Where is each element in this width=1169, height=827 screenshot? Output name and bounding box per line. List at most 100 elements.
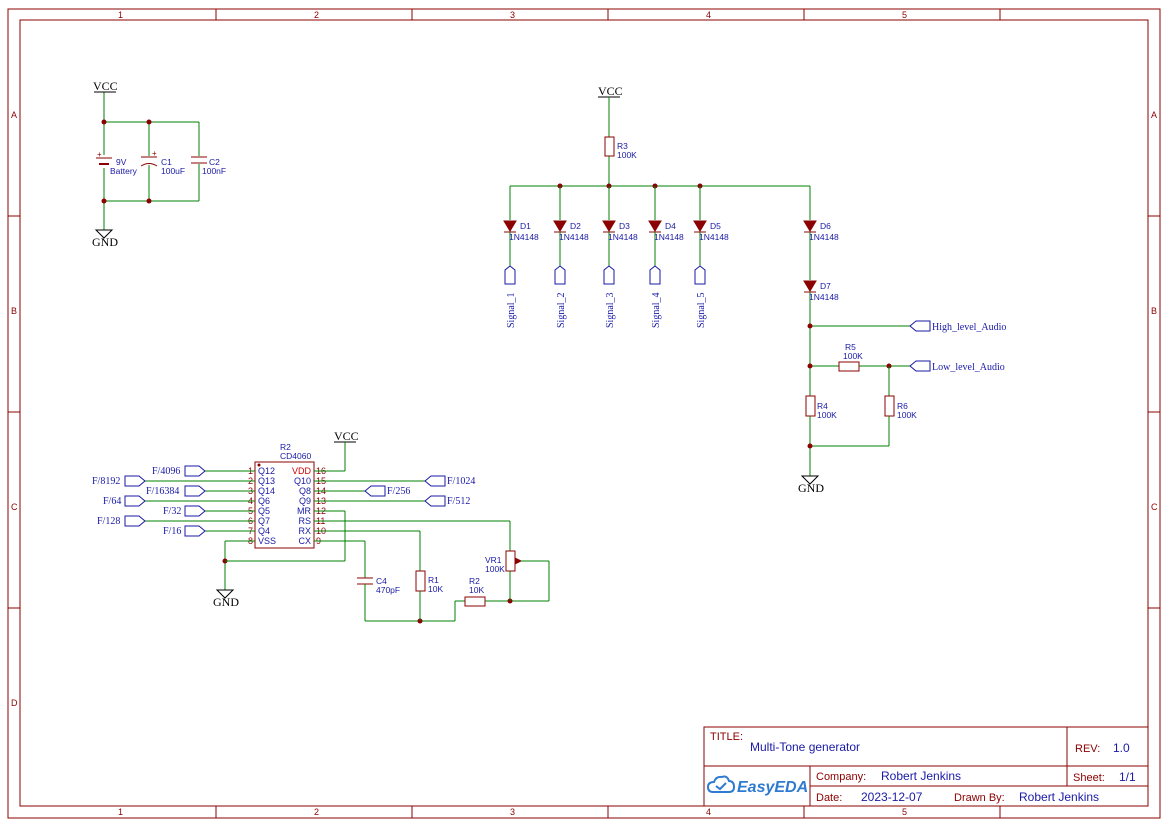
ic-pin-name-q5: Q5 [258,506,270,516]
ic-pin-name-vss: VSS [258,536,276,546]
r3-value: 100K [617,150,637,160]
rev-label: REV: [1075,743,1100,755]
ic-pin-name-rs: RS [298,516,311,526]
rev-value: 1.0 [1113,741,1130,755]
col-label-5: 5 [902,10,907,20]
sheet-label: Sheet: [1073,772,1105,784]
diode-d5 [693,186,707,285]
net-f32: F/32 [163,506,181,517]
r6-ref: R6 [897,401,908,411]
d4-value: 1N4148 [654,232,684,242]
ic-pin-name-q14: Q14 [258,486,275,496]
row-label-c: C [11,502,18,512]
diode-d3 [602,186,616,285]
net-signal-1: Signal_1 [506,292,517,328]
d4-ref: D4 [665,221,676,231]
d3-value: 1N4148 [608,232,638,242]
diode-d7 [803,280,817,396]
r5-ref: R5 [845,342,856,352]
net-f1024: F/1024 [447,476,475,487]
r4-ref: R4 [817,401,828,411]
ic-pin-name-rx: RX [298,526,311,536]
diode-d4 [648,186,662,285]
u1-value: CD4060 [280,451,311,461]
d5-value: 1N4148 [699,232,729,242]
gnd-label-1: GND [92,235,118,249]
row-label-b: B [11,306,17,316]
row-label-c-right: C [1151,502,1158,512]
vr1-value: 100K [485,564,505,574]
svg-text:+: + [97,150,102,159]
r2-ref: R2 [469,576,480,586]
net-f16384: F/16384 [146,486,179,497]
r2-body [464,596,486,607]
vcc-label-3: VCC [334,429,359,443]
u1-ref: R2 [280,442,291,452]
r3-body [604,136,615,157]
vr1-ref: VR1 [485,555,502,565]
company-label: Company: [816,771,866,783]
ic-pin-name-mr: MR [297,506,311,516]
company-value: Robert Jenkins [881,769,961,783]
gnd-label-2: GND [798,481,824,495]
diode-d2 [553,186,567,285]
net-signal-4: Signal_4 [651,292,662,328]
battery-name: Battery [110,166,138,176]
r5-body [838,361,860,372]
vr1-body [505,550,516,572]
col-label-3: 3 [510,10,515,20]
d7-ref: D7 [820,281,831,291]
net-f4096: F/4096 [152,466,180,477]
sheet-value: 1/1 [1119,770,1136,784]
easyeda-logo: EasyEDA [706,775,808,796]
col-label-2-bottom: 2 [314,807,319,817]
svg-text:+: + [152,149,157,158]
c1-ref: C1 [161,157,172,167]
c1-value: 100uF [161,166,185,176]
ic-pin-name-cx: CX [298,536,311,546]
d1-ref: D1 [520,221,531,231]
net-signal-3: Signal_3 [605,292,616,328]
r1-body [415,570,426,592]
vcc-label-1: VCC [93,79,118,93]
logo-text: EasyEDA [737,779,808,796]
r1-ref: R1 [428,575,439,585]
date-value: 2023-12-07 [861,790,923,804]
d7-value: 1N4148 [809,292,839,302]
row-label-a-right: A [1151,110,1157,120]
net-high-audio: High_level_Audio [932,322,1006,333]
document-title: Multi-Tone generator [750,740,860,754]
gnd-label-3: GND [213,595,239,609]
net-f8192: F/8192 [92,476,120,487]
d6-ref: D6 [820,221,831,231]
net-signal-2: Signal_2 [556,292,567,328]
d5-ref: D5 [710,221,721,231]
c2-value: 100nF [202,166,226,176]
d6-value: 1N4148 [809,232,839,242]
r4-value: 100K [817,410,837,420]
r1-value: 10K [428,584,443,594]
col-label-4-bottom: 4 [706,807,711,817]
net-signal-5: Signal_5 [696,292,707,328]
gnd-symbol-2 [800,475,820,485]
cd4060-body [254,461,315,549]
gnd-symbol-1 [94,229,114,239]
r5-value: 100K [843,351,863,361]
net-low-audio: Low_level_Audio [932,362,1005,373]
col-label-3-bottom: 3 [510,807,515,817]
ic-pin-name-q9: Q9 [299,496,311,506]
battery-value: 9V [116,157,127,167]
gnd-symbol-3 [215,589,235,599]
r6-value: 100K [897,410,917,420]
net-f64: F/64 [103,496,121,507]
c4-symbol [357,577,373,585]
ic-pin-name-q8: Q8 [299,486,311,496]
net-f128: F/128 [97,516,120,527]
col-label-2: 2 [314,10,319,20]
r4-body [805,395,816,417]
r3-ref: R3 [617,141,628,151]
battery-symbol: + [96,150,112,165]
title-block: TITLE: Multi-Tone generator REV: 1.0 Com… [703,726,1149,807]
cloud-icon [706,775,736,793]
